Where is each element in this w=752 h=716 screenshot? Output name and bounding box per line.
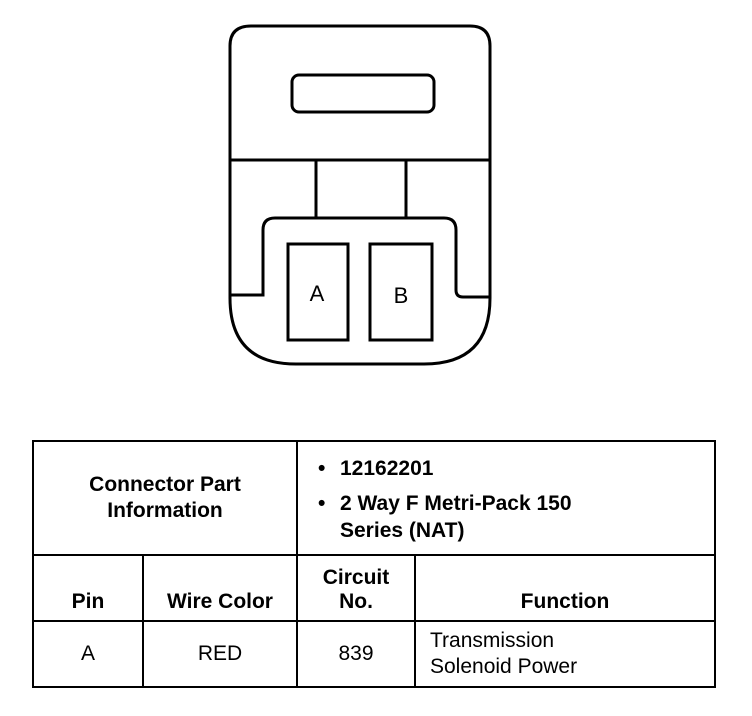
part-info-bullets: • 12162201 • 2 Way F Metri-Pack 150 Seri… xyxy=(298,447,714,550)
wire-color-header: Wire Color xyxy=(142,554,298,622)
pin-cell: A xyxy=(32,620,144,688)
part-description-item: • 2 Way F Metri-Pack 150 Series (NAT) xyxy=(318,490,714,544)
part-description-line-2: Series (NAT) xyxy=(340,518,465,542)
part-info-value-cell: • 12162201 • 2 Way F Metri-Pack 150 Seri… xyxy=(296,440,716,556)
column-header-row: Pin Wire Color Circuit No. Function xyxy=(32,554,716,622)
table-row: A RED 839 Transmission Solenoid Power xyxy=(32,620,716,688)
pin-b-cavity xyxy=(368,242,434,342)
function-header: Function xyxy=(414,554,716,622)
connector-diagram: A B xyxy=(228,24,492,366)
part-number-item: • 12162201 xyxy=(318,455,714,482)
function-line-2: Solenoid Power xyxy=(430,655,578,678)
circuit-header-line-1: Circuit xyxy=(322,566,390,589)
pin-header: Pin xyxy=(32,554,144,622)
pin-a-cavity xyxy=(286,242,350,342)
terminal-cavity-outline xyxy=(230,216,490,299)
wire-color-cell: RED xyxy=(142,620,298,688)
part-info-label-line-1: Connector Part xyxy=(89,473,241,496)
function-line-1: Transmission xyxy=(430,629,555,652)
bullet-dot: • xyxy=(318,456,326,480)
pin-b-label: B xyxy=(394,283,409,308)
part-info-label-line-2: Information xyxy=(107,499,223,522)
function-cell: Transmission Solenoid Power xyxy=(414,620,716,688)
connector-body-outline xyxy=(228,24,492,366)
pin-a-label: A xyxy=(310,281,325,306)
circuit-cell: 839 xyxy=(296,620,416,688)
part-info-label-cell: Connector Part Information xyxy=(32,440,298,556)
circuit-header: Circuit No. xyxy=(296,554,416,622)
connector-pin-table: Connector Part Information • 12162201 • … xyxy=(32,440,716,688)
latch-window xyxy=(290,73,436,114)
bullet-dot: • xyxy=(318,491,326,515)
part-number: 12162201 xyxy=(340,456,434,480)
part-description-line-1: 2 Way F Metri-Pack 150 xyxy=(340,491,572,515)
circuit-header-line-2: No. xyxy=(339,590,373,613)
part-info-row: Connector Part Information • 12162201 • … xyxy=(32,440,716,556)
